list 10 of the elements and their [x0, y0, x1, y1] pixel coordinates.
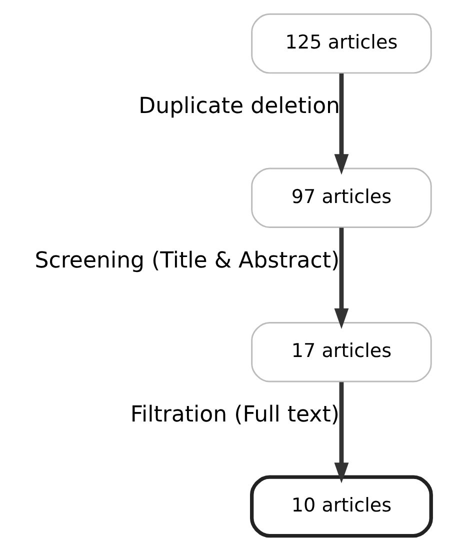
edge-label: Filtration (Full text): [130, 402, 340, 428]
edge-label: Screening (Title & Abstract): [34, 248, 340, 274]
node-box: 97 articles: [251, 168, 432, 228]
node-box: 125 articles: [251, 13, 432, 74]
node-box: 17 articles: [251, 322, 432, 382]
arrow: [334, 228, 349, 330]
arrow: [334, 73, 349, 175]
arrow: [334, 382, 349, 484]
node-box: 10 articles: [250, 475, 433, 538]
edge-label: Duplicate deletion: [138, 94, 340, 120]
